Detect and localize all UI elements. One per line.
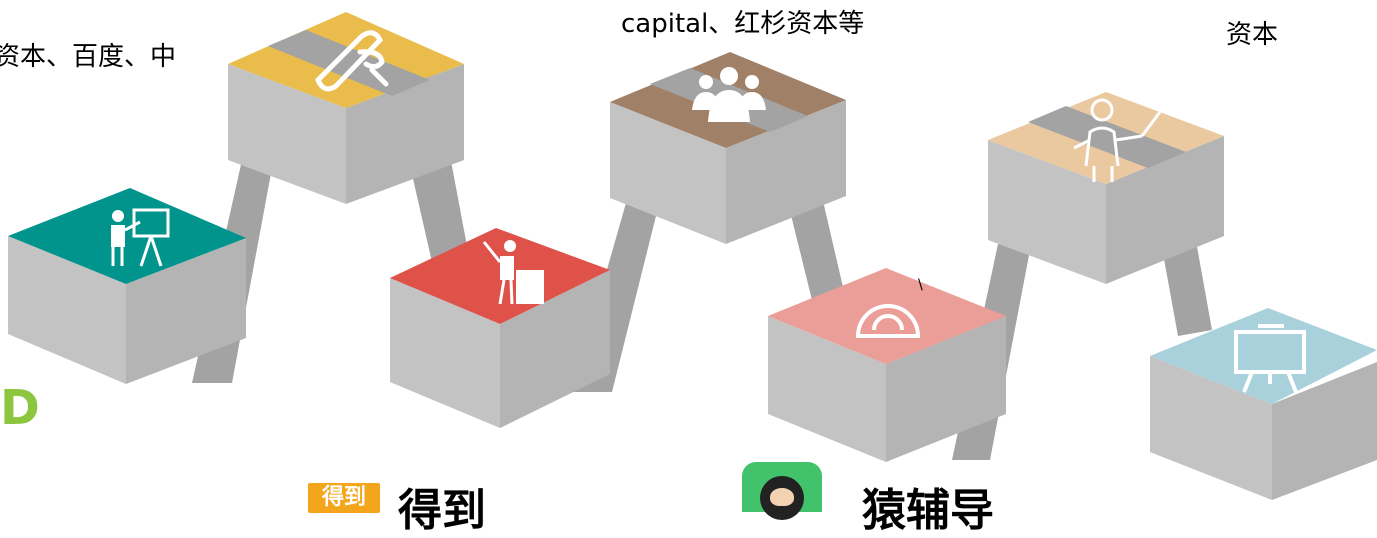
box-4 bbox=[610, 52, 846, 244]
box-5-right-face bbox=[886, 316, 1006, 462]
group-of-people-icon bbox=[692, 67, 766, 122]
presentation-board-icon bbox=[1234, 324, 1306, 393]
stray-mark: \ bbox=[918, 277, 923, 293]
diploma-scroll-icon bbox=[315, 30, 389, 92]
dedao-name: 得到 bbox=[398, 485, 486, 536]
box-7 bbox=[1150, 308, 1377, 500]
yuanfudao-app-icon bbox=[742, 462, 822, 520]
box-2-right-face bbox=[346, 64, 464, 204]
box-1-top bbox=[8, 188, 246, 284]
box-3-right-face bbox=[500, 270, 610, 428]
box-6-left-face bbox=[988, 140, 1106, 284]
label-center: capital、红杉资本等 bbox=[621, 9, 865, 39]
professor-with-pointer-icon bbox=[1073, 98, 1162, 182]
box-4-left-face bbox=[610, 102, 726, 244]
box-1-left-face bbox=[8, 236, 126, 384]
box-3-left-face bbox=[390, 278, 500, 428]
box-2-top-band bbox=[268, 30, 430, 96]
teacher-at-board-icon bbox=[111, 208, 170, 267]
box-6-right-face bbox=[1106, 136, 1224, 284]
label-left: 资本、百度、中 bbox=[0, 42, 177, 72]
lecturer-at-podium-icon bbox=[482, 240, 544, 305]
box-5-left-face bbox=[768, 316, 886, 462]
box-7-top bbox=[1150, 308, 1377, 404]
staircase-diagram bbox=[8, 12, 1377, 500]
box-5 bbox=[768, 268, 1006, 462]
box-2 bbox=[228, 12, 464, 204]
green-logo-letter: D bbox=[0, 380, 40, 436]
box-1 bbox=[8, 188, 246, 384]
protractor-icon bbox=[855, 304, 921, 338]
label-right: 资本 bbox=[1226, 20, 1279, 50]
box-1-right-face bbox=[126, 238, 246, 384]
dedao-logo-badge: 得到 bbox=[308, 483, 380, 513]
box-3 bbox=[390, 228, 610, 428]
yuanfudao-name: 猿辅导 bbox=[862, 485, 994, 536]
box-2-left-face bbox=[228, 64, 346, 204]
box-7-right-face bbox=[1272, 362, 1377, 500]
box-6 bbox=[988, 92, 1224, 284]
box-6-top-band bbox=[1028, 106, 1186, 168]
